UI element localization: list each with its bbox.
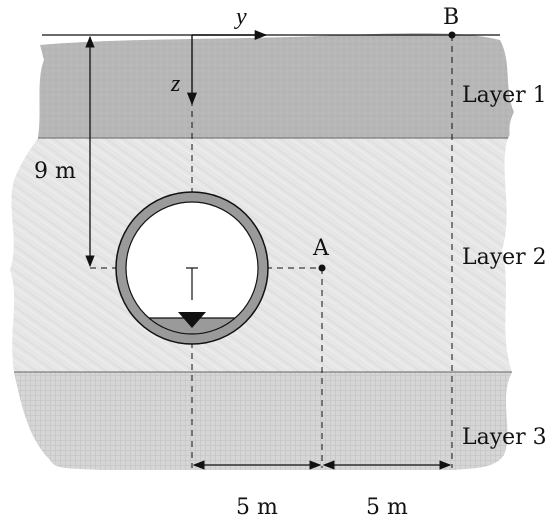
layer-1-label: Layer 1 xyxy=(462,83,547,108)
layer-1-band xyxy=(38,33,514,139)
layer-2-label: Layer 2 xyxy=(462,245,547,270)
span-left-label: 5 m xyxy=(236,495,278,520)
z-axis-label: z xyxy=(170,71,181,97)
water-level-marker xyxy=(178,312,206,328)
point-a-marker xyxy=(318,264,326,272)
point-b-marker xyxy=(448,31,456,39)
layer-3-label: Layer 3 xyxy=(462,425,547,450)
tunnel-pipe xyxy=(115,191,269,345)
y-axis-label: y xyxy=(234,4,247,30)
layer-3-band xyxy=(14,372,512,470)
span-right-label: 5 m xyxy=(366,495,408,520)
point-b-label: B xyxy=(443,5,459,30)
depth-dimension-label: 9 m xyxy=(34,159,76,184)
point-a-label: A xyxy=(312,236,330,261)
